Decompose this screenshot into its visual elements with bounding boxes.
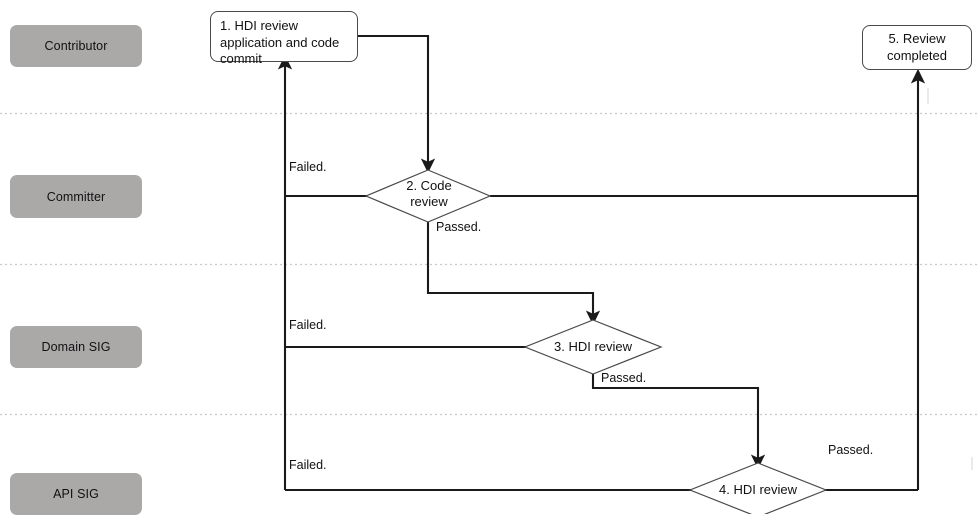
lane-label-api-sig: API SIG xyxy=(10,473,142,515)
lane-label-domain-sig-text: Domain SIG xyxy=(41,340,111,354)
decision-4-shape xyxy=(688,462,828,514)
lane-label-contributor: Contributor xyxy=(10,25,142,67)
edge-label-failed-domain: Failed. xyxy=(289,318,327,332)
edge-label-passed-api: Passed. xyxy=(828,443,874,457)
node-4-line-1: 4. HDI review xyxy=(718,482,798,497)
node-1-line-2: application and code xyxy=(220,34,340,50)
lane-label-domain-sig: Domain SIG xyxy=(10,326,142,368)
edge-label-passed-domain: Passed. xyxy=(601,371,647,385)
decision-shapes xyxy=(364,169,828,514)
node-3-hdi-review-label[interactable]: 3. HDI review xyxy=(543,339,643,354)
node-2-line-1: 2. Code xyxy=(406,178,452,193)
node-5-review-completed[interactable]: 5. Review completed xyxy=(862,25,972,70)
node-2-line-2: review xyxy=(410,194,448,209)
node-3-line-1: 3. HDI review xyxy=(553,339,633,354)
node-5-line-2: completed xyxy=(887,47,947,63)
edge-label-failed-committer: Failed. xyxy=(289,160,327,174)
edge-label-passed-committer: Passed. xyxy=(436,220,482,234)
node-1-line-1: 1. HDI review xyxy=(220,18,299,33)
node-1-hdi-review-application[interactable]: 1. HDI review application and code commi… xyxy=(210,11,358,66)
flow-connectors xyxy=(277,34,926,492)
node-4-hdi-review-label[interactable]: 4. HDI review xyxy=(700,482,816,497)
decision-3-shape xyxy=(523,319,663,375)
lane-label-api-sig-text: API SIG xyxy=(53,487,99,501)
lane-label-contributor-text: Contributor xyxy=(44,39,108,53)
decision-2-shape xyxy=(364,169,492,223)
node-1-line-3: commit xyxy=(220,51,262,66)
edge-label-failed-api: Failed. xyxy=(289,458,327,472)
node-5-line-1: 5. Review xyxy=(888,31,946,46)
guide-lines xyxy=(927,88,973,470)
lane-label-committer-text: Committer xyxy=(46,189,106,204)
lane-dividers xyxy=(0,112,978,416)
lane-label-committer: Committer xyxy=(10,175,142,218)
node-2-code-review-label[interactable]: 2. Code review xyxy=(398,178,460,210)
